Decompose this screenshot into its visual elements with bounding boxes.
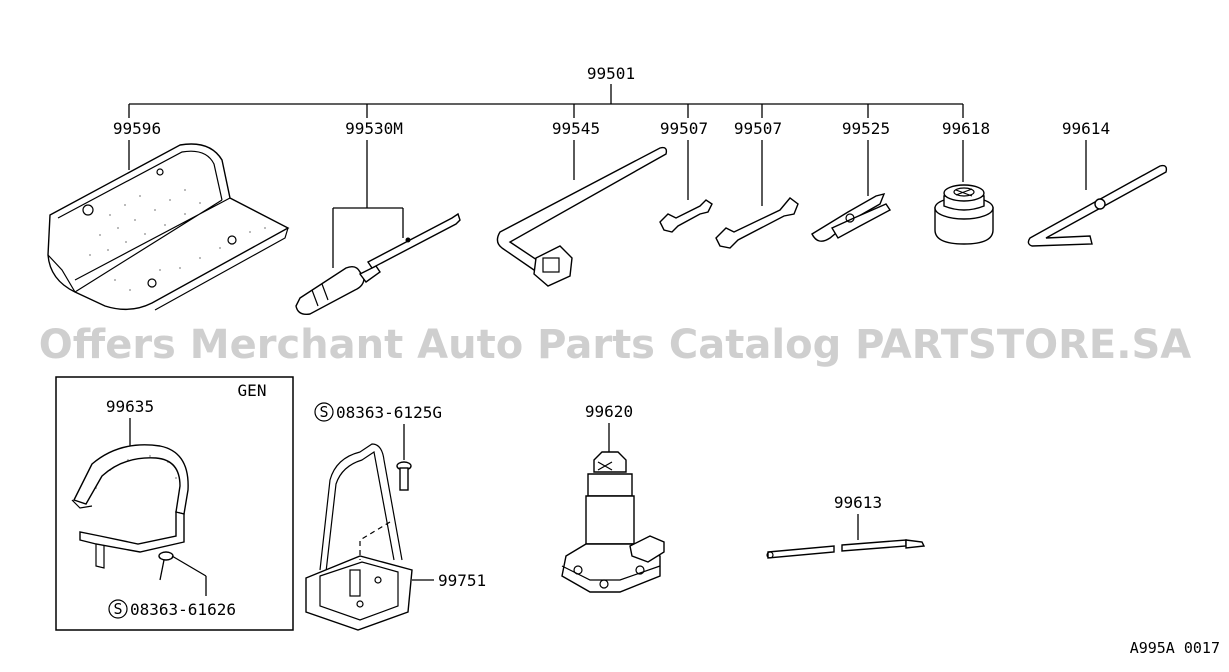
spanner-small-illustration[interactable] [659, 140, 713, 233]
bolt-mark-circle [314, 402, 334, 422]
bolt-label[interactable]: 08363-6125G [336, 403, 442, 422]
part-label-crank[interactable]: 99614 [1062, 119, 1110, 138]
strap-label[interactable]: 99635 [106, 397, 154, 416]
kit-tree [128, 84, 964, 118]
part-label-spanner-small[interactable]: 99507 [660, 119, 708, 138]
crank-illustration[interactable] [1027, 140, 1168, 247]
figure-code: A995A 0017 [1130, 639, 1220, 657]
handle-group: 99613 [766, 493, 926, 559]
bracket-illustration[interactable] [305, 443, 434, 631]
part-label-socket[interactable]: 99618 [942, 119, 990, 138]
screw-mark: S [113, 600, 122, 618]
small-screw-illustration[interactable] [158, 551, 207, 596]
handle-illustration[interactable] [766, 539, 926, 559]
jack-label[interactable]: 99620 [585, 402, 633, 421]
screw-mark-circle [108, 599, 128, 619]
part-label-wheel-wrench[interactable]: 99545 [552, 119, 600, 138]
bolt-mark: S [319, 403, 328, 421]
pliers-illustration[interactable] [811, 140, 892, 242]
tool-bag-illustration[interactable] [47, 140, 290, 311]
bolt-illustration[interactable] [396, 461, 412, 491]
part-label-spanner-large[interactable]: 99507 [734, 119, 782, 138]
spanner-large-illustration[interactable] [715, 140, 799, 249]
bracket-group: S 08363-6125G 99751 [305, 402, 486, 631]
bracket-label[interactable]: 99751 [438, 571, 486, 590]
part-label-tool-bag[interactable]: 99596 [113, 119, 161, 138]
socket-illustration[interactable] [934, 140, 994, 245]
wheel-wrench-illustration[interactable] [496, 140, 668, 287]
gen-box: GEN 99635 S 08363-61626 [55, 376, 294, 631]
part-label-pliers[interactable]: 99525 [842, 119, 890, 138]
watermark-text: Offers Merchant Auto Parts Catalog PARTS… [39, 322, 1191, 368]
gen-box-title: GEN [238, 381, 267, 400]
jack-illustration[interactable] [561, 451, 665, 593]
handle-label[interactable]: 99613 [834, 493, 882, 512]
strap-illustration[interactable] [71, 444, 189, 569]
kit-label[interactable]: 99501 [587, 64, 635, 83]
part-label-screwdriver[interactable]: 99530M [345, 119, 403, 138]
screwdriver-illustration[interactable] [295, 140, 461, 316]
jack-group: 99620 [561, 402, 665, 593]
screw-label[interactable]: 08363-61626 [130, 600, 236, 619]
